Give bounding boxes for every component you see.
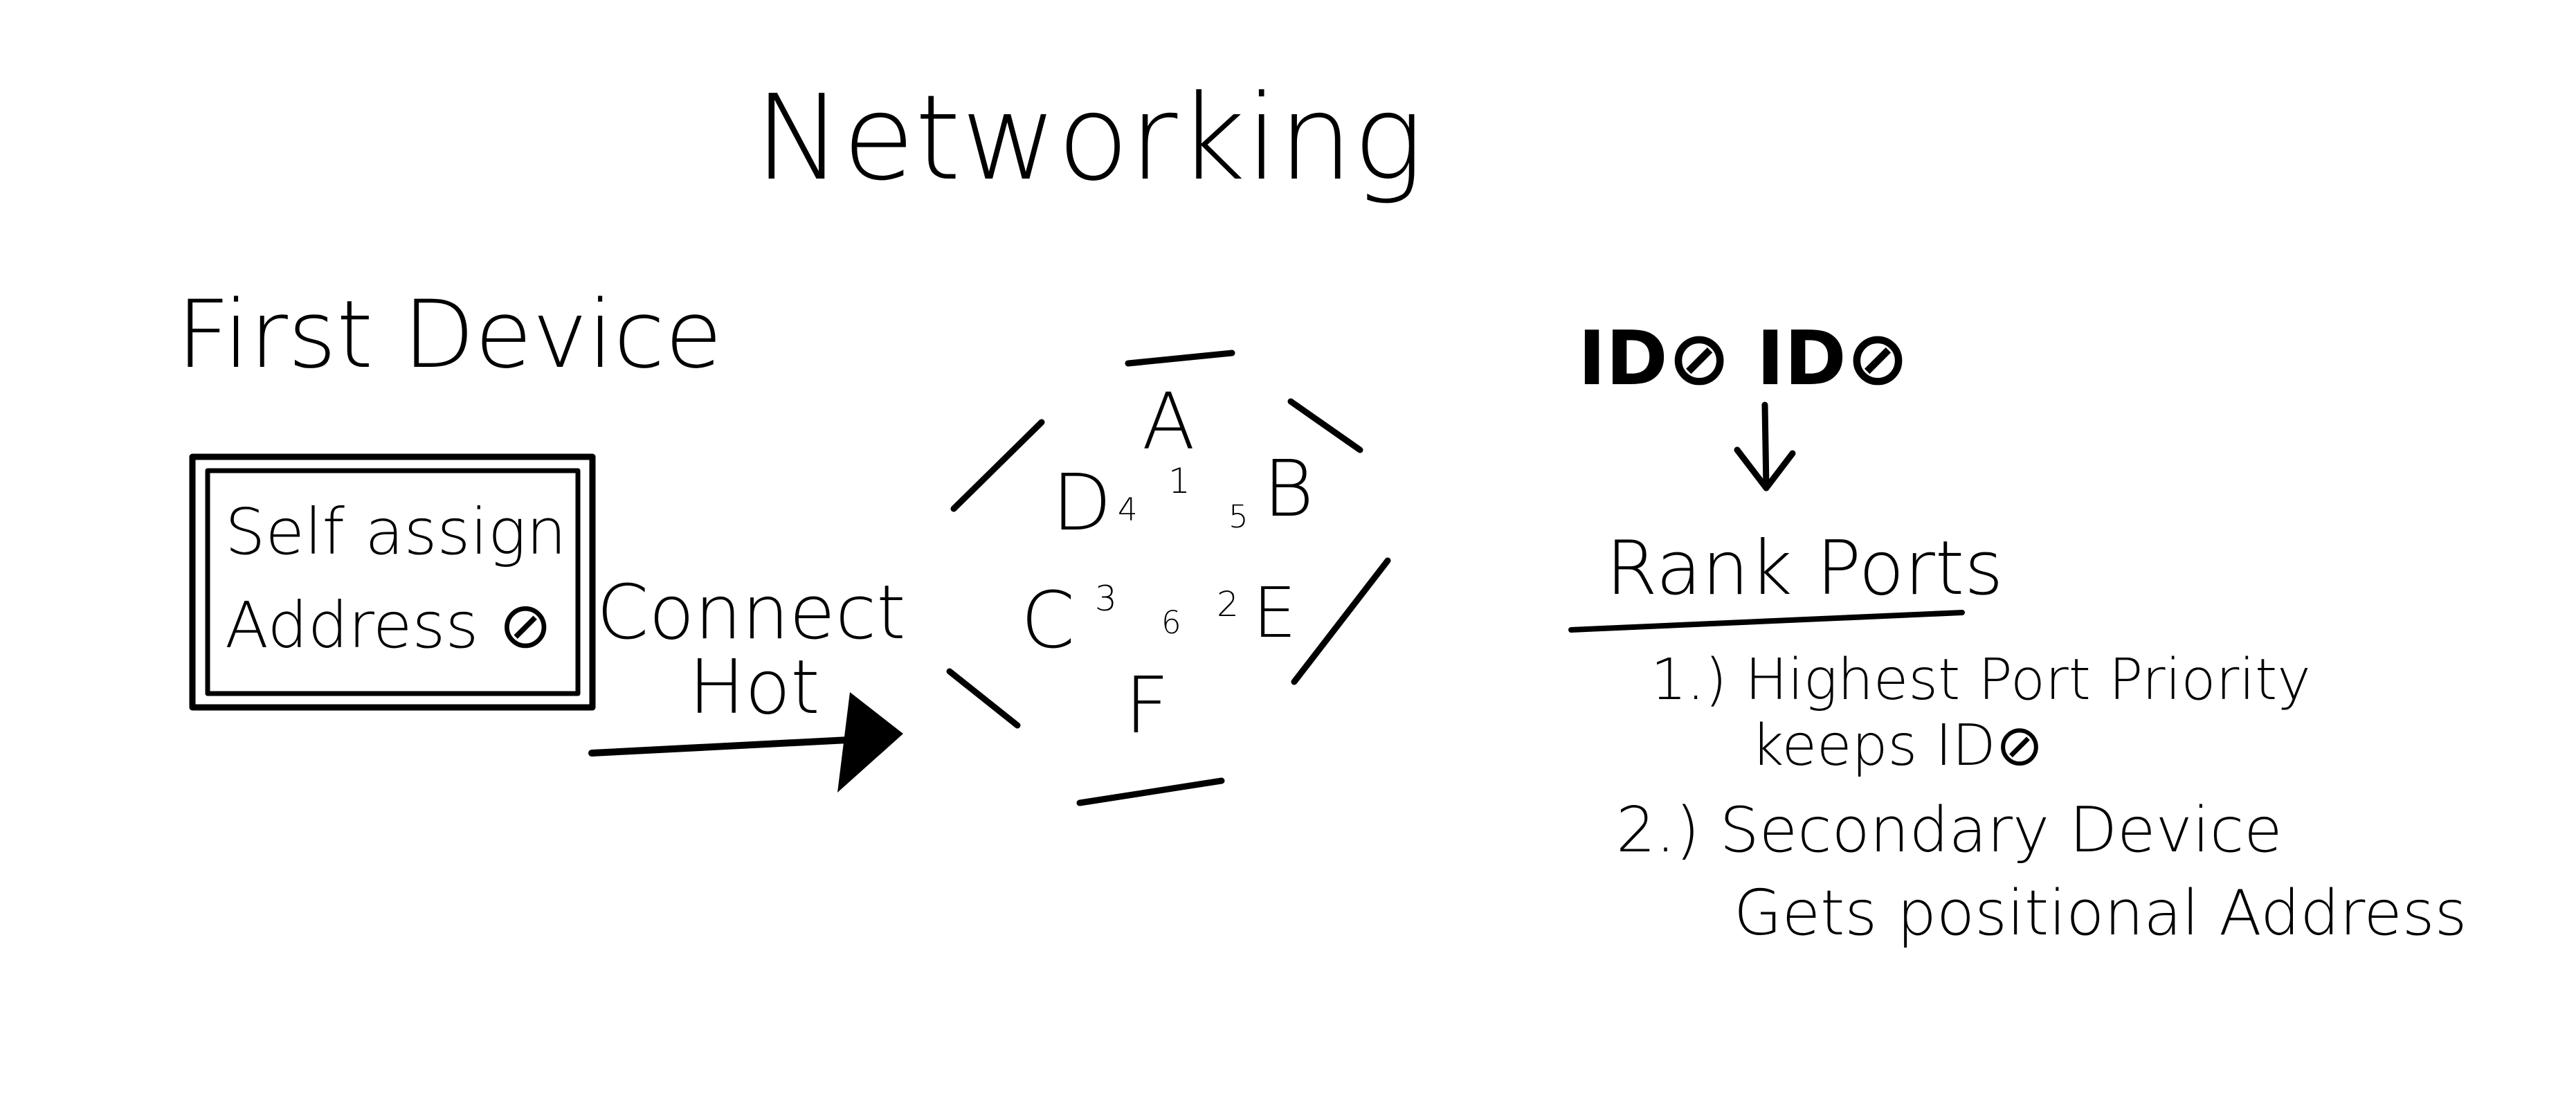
node-e: E [1253, 572, 1296, 653]
box-outer-border [189, 453, 596, 711]
node-c: C [1021, 576, 1075, 666]
page-title: Networking [754, 70, 1424, 207]
hexagon-topology: A B C D E F 1 2 3 4 5 6 [946, 350, 1391, 806]
hex-edge-top-left [950, 419, 1045, 512]
connect-arrow [588, 692, 903, 793]
arrow-head [837, 692, 903, 793]
down-arrow-shaft [1761, 401, 1770, 491]
self-assign-box: Self assign Address ⊘ [189, 453, 596, 711]
box-line-2: Address ⊘ [225, 588, 552, 662]
hex-edge-top-right [1287, 398, 1363, 453]
rule-1-line-1: 1.) Highest Port Priority [1651, 647, 2311, 713]
port-2: 2 [1217, 584, 1239, 624]
device-ids: ID⊘ ID⊘ [1578, 316, 1909, 402]
rank-ports-underline [1568, 610, 1965, 633]
arrow-shaft [588, 736, 865, 757]
hex-edge-bottom [1076, 777, 1225, 806]
rule-2-line-2: Gets positional Address [1734, 877, 2467, 950]
port-4: 4 [1118, 491, 1138, 528]
port-1: 1 [1168, 461, 1190, 501]
port-6: 6 [1161, 604, 1181, 641]
first-device-heading: First Device [176, 280, 723, 389]
node-d: D [1052, 458, 1112, 548]
box-inner-border [205, 468, 581, 696]
box-line-1: Self assign [225, 495, 567, 569]
hot-label: Hot [689, 644, 820, 731]
down-arrow-head [1734, 446, 1796, 491]
hex-edge-bottom-right [1291, 557, 1391, 685]
node-b: B [1263, 444, 1314, 534]
rank-ports-heading: Rank Ports [1606, 525, 2004, 612]
down-arrow [1734, 401, 1796, 491]
hex-edge-top [1125, 350, 1235, 367]
node-f: F [1125, 661, 1169, 751]
port-5: 5 [1228, 498, 1249, 535]
rule-2-line-1: 2.) Secondary Device [1616, 794, 2283, 867]
port-3: 3 [1095, 579, 1117, 619]
node-a: A [1142, 377, 1195, 467]
connect-label: Connect [597, 570, 906, 656]
hex-edge-bottom-left [946, 668, 1021, 729]
rule-1-line-2: keeps ID⊘ [1751, 713, 2043, 779]
